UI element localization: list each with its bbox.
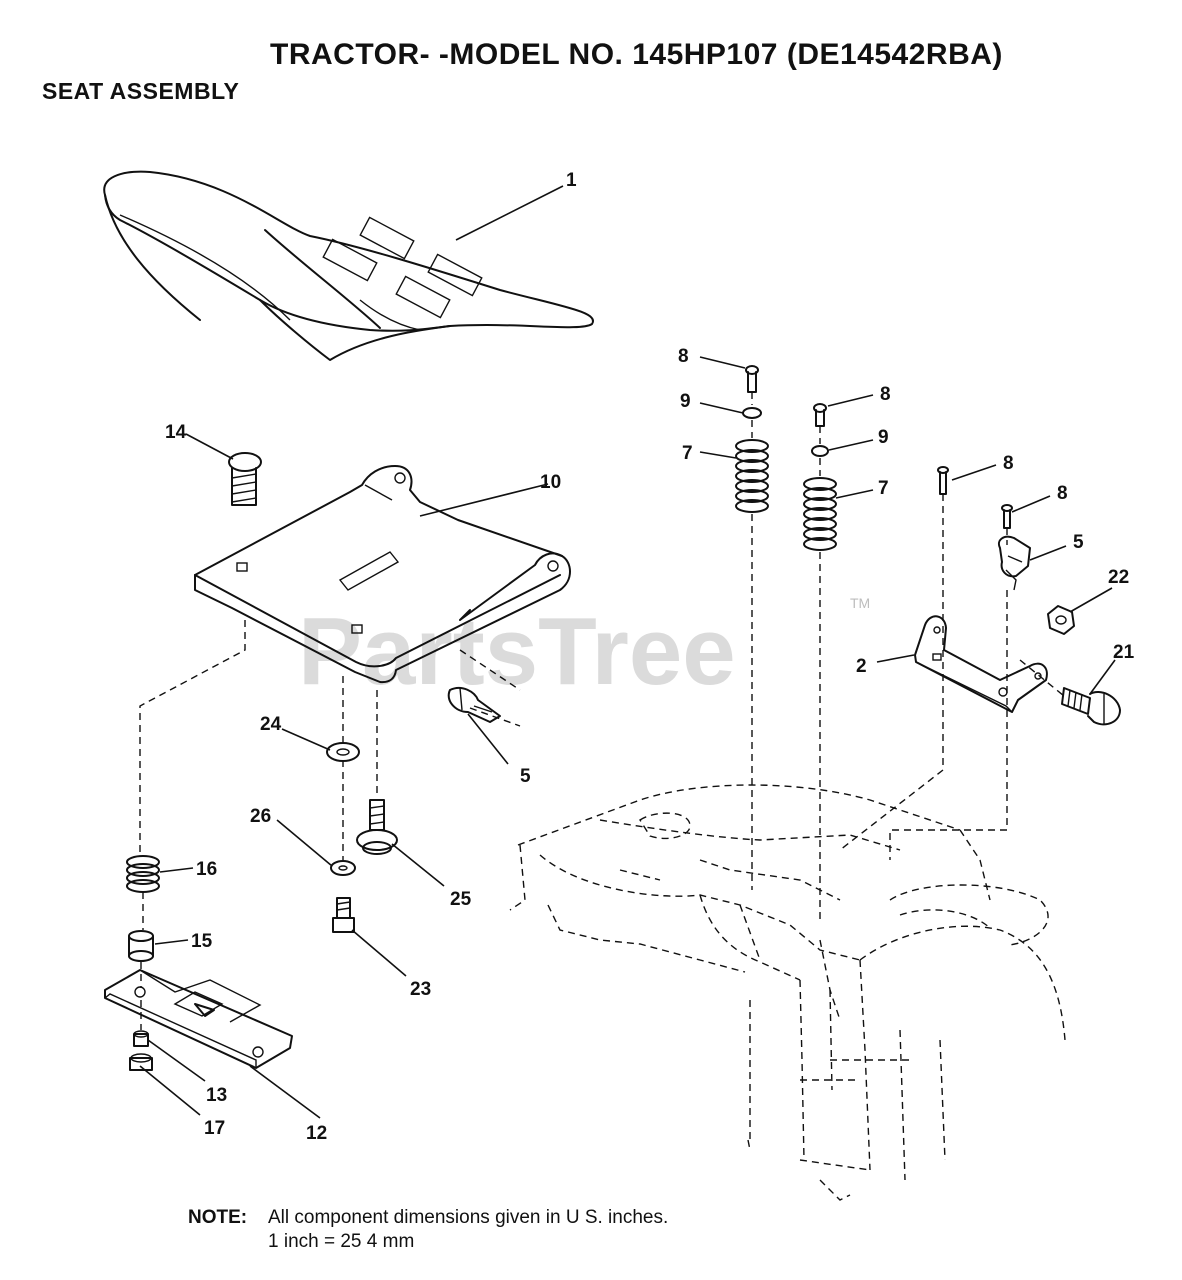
part-screw-8b [813, 403, 827, 427]
part-washer-9a [742, 407, 762, 419]
callout-9-b: 9 [878, 427, 889, 448]
watermark: PartsTree [298, 598, 736, 705]
callout-8-c: 8 [1003, 453, 1014, 474]
callout-15: 15 [191, 931, 213, 952]
note-line-2: 1 inch = 25 4 mm [268, 1231, 415, 1252]
callout-12: 12 [306, 1123, 327, 1144]
callout-23: 23 [410, 979, 431, 1000]
part-spring-7a [735, 439, 769, 513]
part-spring-small [126, 855, 160, 893]
part-spring-7b [803, 477, 837, 551]
part-clip-right [998, 535, 1031, 591]
callout-7-a: 7 [682, 443, 693, 464]
callout-5-left: 5 [520, 766, 531, 787]
callout-10: 10 [540, 472, 561, 493]
part-nut-22 [1047, 605, 1075, 635]
part-flat-washer [326, 742, 360, 762]
part-pivot-bracket [914, 615, 1048, 713]
callout-14: 14 [165, 422, 187, 443]
callout-17: 17 [204, 1118, 225, 1139]
page-title: TRACTOR- -MODEL NO. 145HP107 (DE14542RBA… [270, 38, 1003, 71]
note-line-1: All component dimensions given in U S. i… [268, 1207, 669, 1228]
part-screw-8c [937, 466, 949, 495]
part-nut-17 [129, 1053, 153, 1071]
assembly-lines [139, 392, 1065, 1151]
callout-8-a: 8 [678, 346, 689, 367]
part-screw-8d [1001, 504, 1013, 529]
callout-5-right: 5 [1073, 532, 1084, 553]
part-lock-washer [330, 860, 356, 876]
callout-21: 21 [1113, 642, 1135, 663]
callout-9-a: 9 [680, 391, 691, 412]
part-nut-13 [133, 1030, 149, 1047]
part-bracket-plate [104, 969, 293, 1069]
part-clip-left [447, 649, 521, 727]
section-title: SEAT ASSEMBLY [42, 78, 240, 104]
watermark-trademark: TM [850, 595, 870, 611]
part-shoulder-bolt [356, 799, 398, 855]
note-label: NOTE: [188, 1207, 248, 1228]
leader-lines [139, 185, 1116, 1119]
callout-26: 26 [250, 806, 271, 827]
part-seat-plate [194, 465, 571, 684]
part-hex-bolt [332, 897, 355, 933]
dimension-note: NOTE: All component dimensions given in U… [188, 1206, 668, 1254]
callout-25: 25 [450, 889, 472, 910]
part-adjustment-knob [1061, 687, 1121, 726]
callout-16: 16 [196, 859, 217, 880]
callout-24: 24 [260, 714, 282, 735]
callout-7-b: 7 [878, 478, 889, 499]
part-seat [103, 170, 595, 361]
part-screw-8a [745, 365, 759, 393]
callout-8-d: 8 [1057, 483, 1068, 504]
callout-22: 22 [1108, 567, 1129, 588]
callout-2: 2 [856, 656, 867, 677]
part-washer-9b [811, 445, 829, 457]
part-carriage-bolt [228, 452, 262, 506]
callout-13: 13 [206, 1085, 227, 1106]
callout-labels: 1 10 14 5 24 26 25 23 16 15 12 13 17 8 9… [165, 170, 1135, 1144]
callout-8-b: 8 [880, 384, 891, 405]
callout-1: 1 [566, 170, 577, 191]
tractor-fender-outline [509, 784, 1066, 1201]
part-spacer [128, 930, 154, 962]
